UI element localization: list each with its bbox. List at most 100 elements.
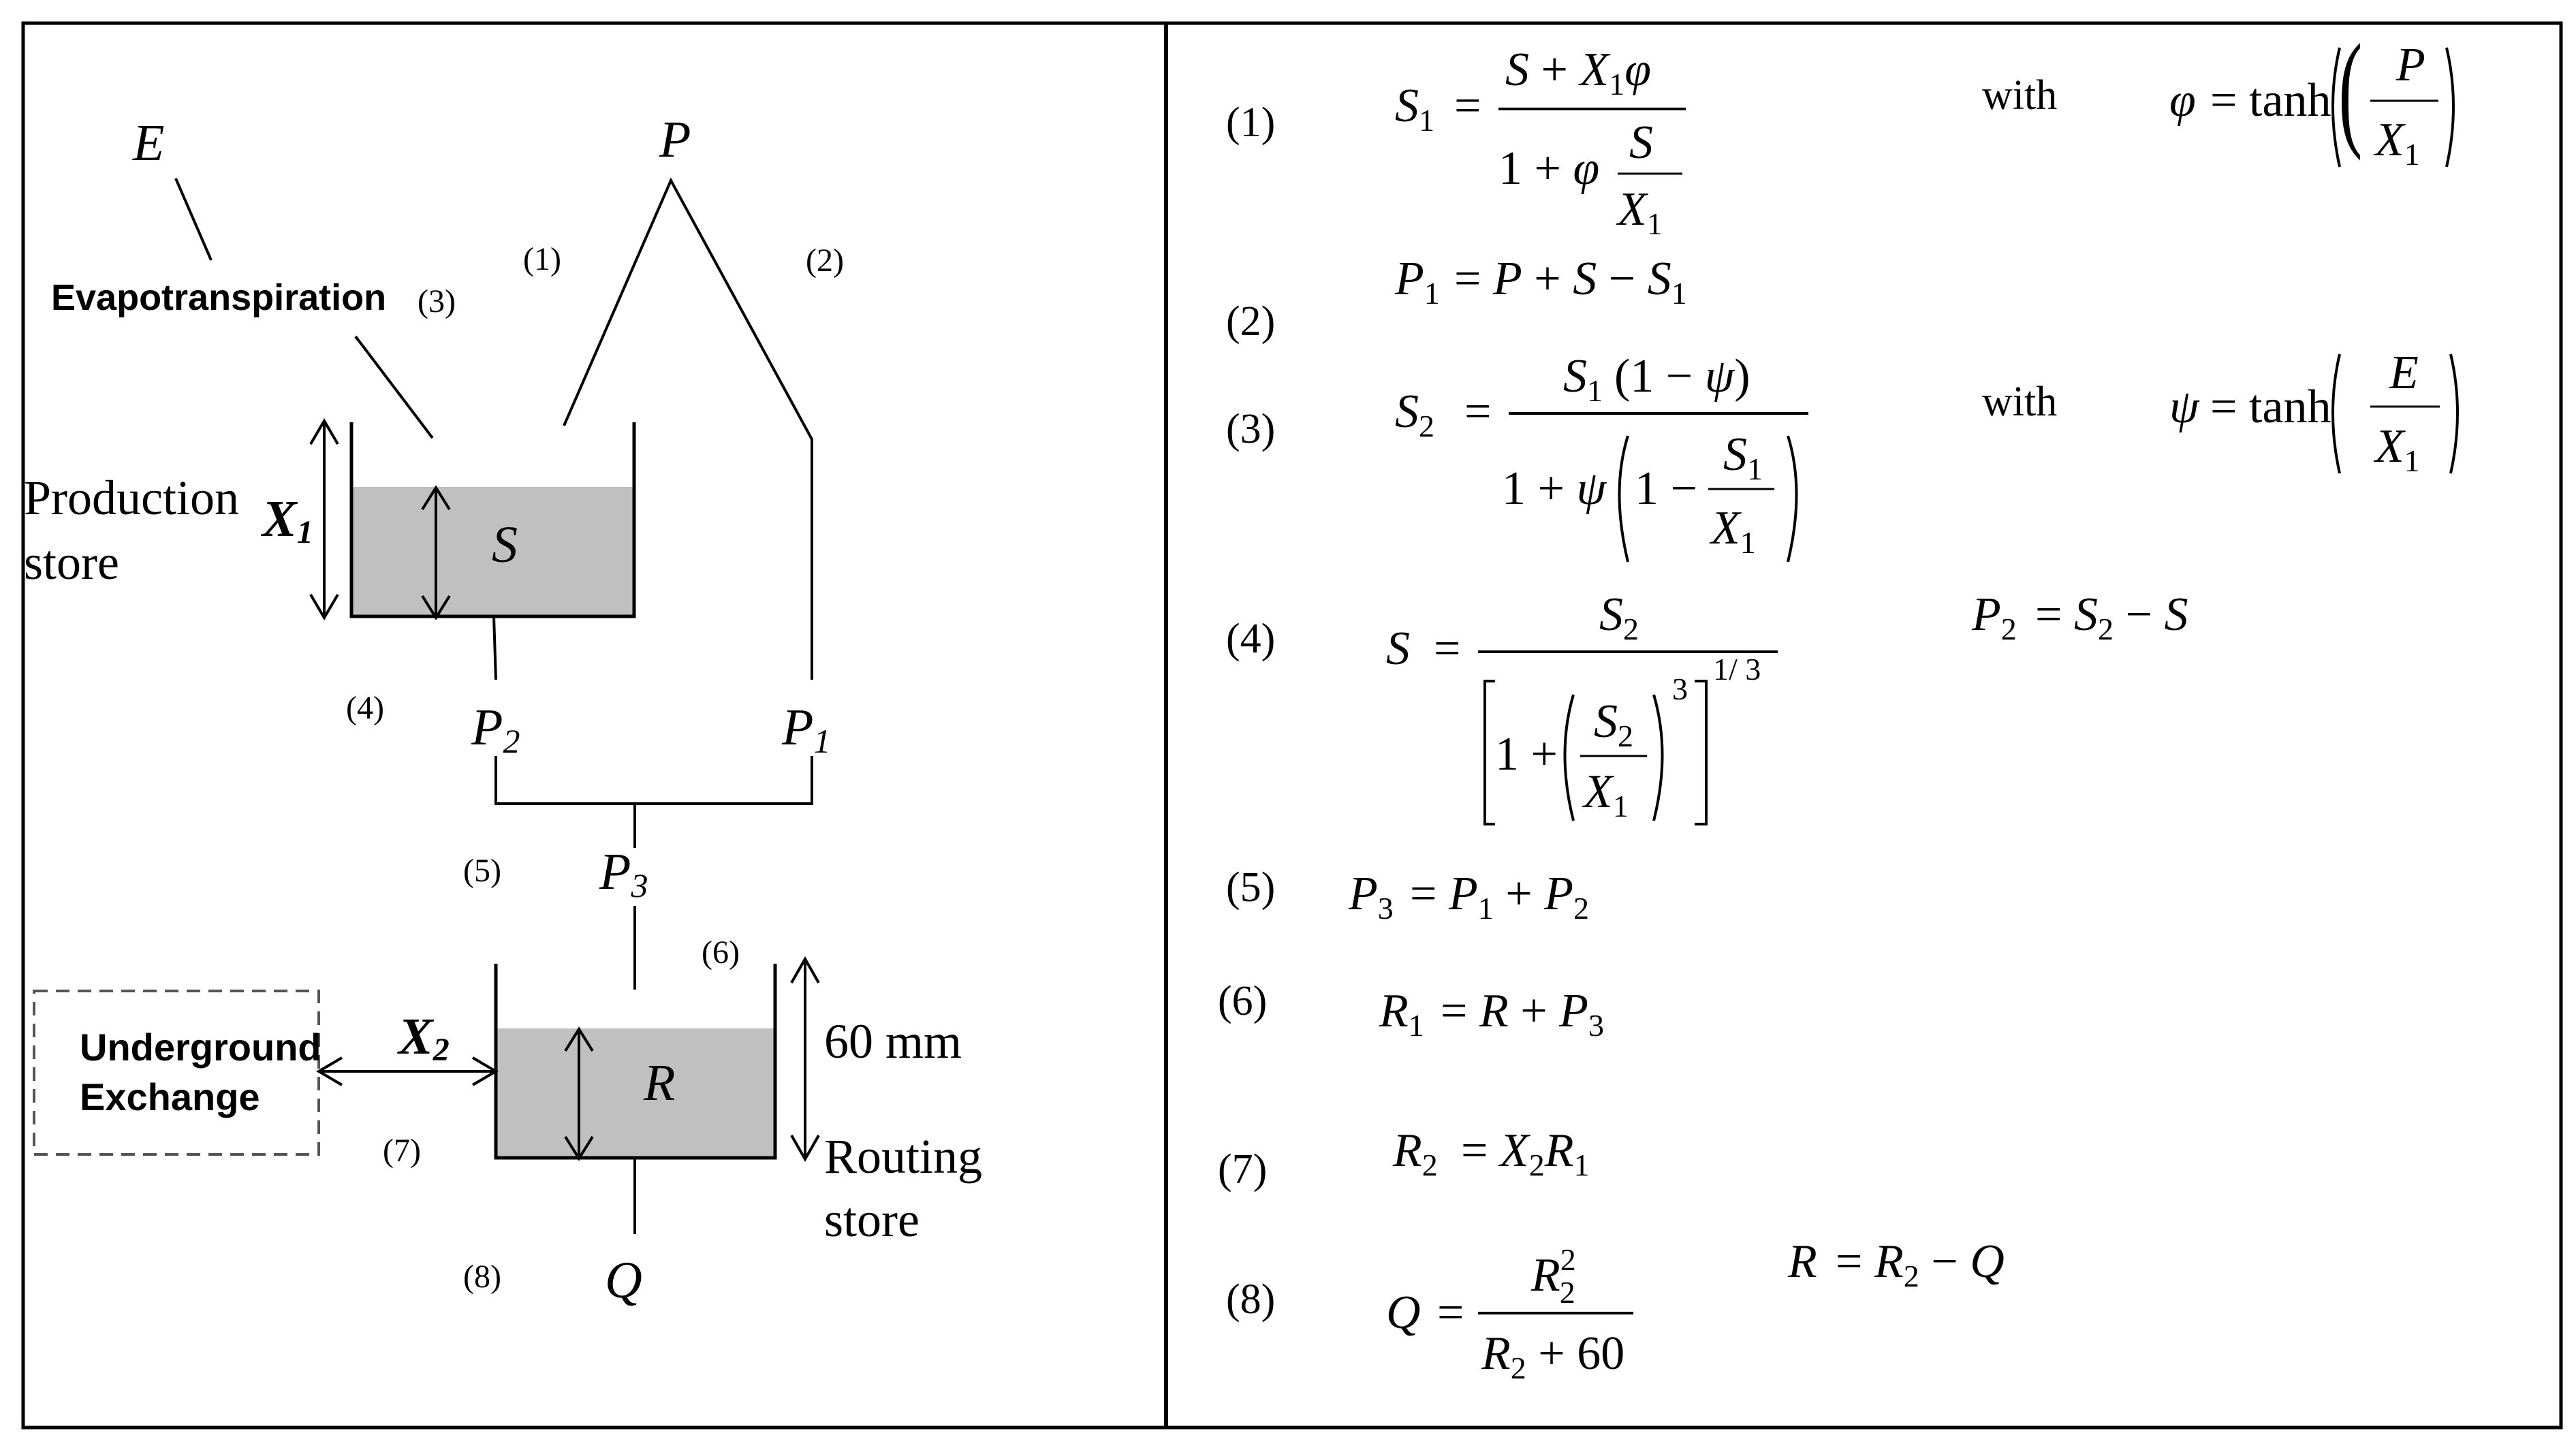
eq-number-1: (1) [1226, 99, 1275, 146]
q-label: Q [605, 1252, 642, 1309]
svg-text:X1: X1 [1582, 766, 1629, 823]
s-level-arrow-head-bottom [421, 595, 451, 620]
svg-text:=: = [1434, 622, 1460, 675]
svg-text:= X2R1: = X2R1 [1461, 1124, 1590, 1182]
et-connector [354, 335, 434, 439]
step-6: (6) [702, 934, 740, 971]
svg-text:S2: S2 [1594, 695, 1633, 753]
s-level-arrow-head-top [421, 485, 451, 511]
eq-number-2: (2) [1226, 298, 1275, 345]
svg-text:S + X1φ: S + X1φ [1505, 44, 1651, 101]
equation-4: S = S2 1 + S2 X1 3 1/ 3 [1386, 588, 1778, 825]
routing-store: R [494, 964, 777, 1161]
equations-panel: (1) (2) (3) (4) (5) (6) (7) (8) S1 = S +… [1218, 18, 2459, 1385]
merge-bracket [494, 756, 813, 805]
eq-number-5: (5) [1226, 864, 1275, 911]
exchange-arrow-head-left [316, 1056, 343, 1086]
svg-text:P1: P1 [1394, 253, 1440, 311]
svg-text:= tanh: = tanh [2210, 381, 2331, 433]
with-label-1: with [1982, 72, 2057, 119]
rainfall-split-lines [563, 177, 813, 680]
sixty-mm-label: 60 mm [824, 1014, 962, 1069]
svg-text:S1: S1 [1723, 428, 1763, 486]
routing-store-label-2: store [824, 1193, 920, 1247]
svg-text:= R + P3: = R + P3 [1441, 985, 1604, 1043]
svg-text:(1 − ψ): (1 − ψ) [1614, 350, 1750, 403]
step-2: (2) [806, 242, 844, 279]
svg-text:S: S [1629, 116, 1653, 169]
equation-3: S2 = S1 (1 − ψ) 1 + ψ 1 − S1 X1 [1395, 350, 1808, 563]
p3-label: P3 [599, 843, 648, 904]
step-7: (7) [383, 1133, 421, 1169]
p2-percolation-line [492, 616, 497, 680]
svg-text:R2: R2 [1392, 1124, 1438, 1182]
equation-7: R2 = X2R1 [1392, 1124, 1590, 1182]
eq-number-6: (6) [1218, 978, 1267, 1024]
svg-text:1 + φ: 1 + φ [1498, 142, 1599, 195]
svg-text:S2: S2 [1599, 588, 1639, 646]
svg-text:1 −: 1 − [1635, 462, 1697, 515]
svg-text:1 + ψ: 1 + ψ [1502, 462, 1607, 515]
routing-store-label: Routing [824, 1129, 982, 1184]
svg-text:S2: S2 [1395, 385, 1434, 443]
svg-text:P3: P3 [1348, 868, 1394, 926]
store-R-label: R [643, 1054, 675, 1112]
svg-text:=: = [1454, 80, 1481, 132]
step-8: (8) [463, 1259, 501, 1295]
svg-text:= R2 − Q: = R2 − Q [1836, 1235, 2005, 1293]
svg-text:S1: S1 [1563, 350, 1603, 408]
svg-text:E: E [2389, 347, 2419, 399]
underground-label: Underground [80, 1026, 321, 1069]
x1-arrow-head-bottom [309, 593, 339, 620]
with-label-2: with [1982, 379, 2057, 425]
equation-1: S1 = S + X1φ 1 + φ S X1 [1395, 44, 1686, 241]
x1-label: X1 [261, 490, 313, 550]
equation-6: R1 = R + P3 [1379, 985, 1604, 1043]
svg-text:X1: X1 [1709, 502, 1756, 560]
svg-text:=: = [1437, 1287, 1464, 1339]
eq-number-8: (8) [1226, 1276, 1275, 1323]
svg-text:= tanh: = tanh [2210, 74, 2331, 127]
svg-text:ψ: ψ [2169, 381, 2200, 433]
svg-text:3: 3 [1672, 672, 1688, 706]
psi-definition: ψ = tanh E X1 [2169, 347, 2459, 478]
label-E: E [132, 114, 164, 172]
svg-text:R1: R1 [1379, 985, 1424, 1043]
svg-text:R2 + 60: R2 + 60 [1481, 1327, 1624, 1385]
step-5: (5) [463, 853, 501, 889]
equation-2: P1 = P + S − S1 [1394, 253, 1687, 311]
production-store-water [351, 487, 634, 616]
step-1: (1) [523, 241, 561, 277]
svg-text:1 +: 1 + [1495, 728, 1558, 781]
x1-arrow-head-top [309, 418, 339, 445]
x2-label: X2 [397, 1008, 450, 1068]
svg-text:R: R [1787, 1235, 1817, 1288]
svg-text:=: = [1464, 385, 1491, 438]
equation-5: P3 = P1 + P2 [1348, 868, 1589, 926]
svg-text:= P1 + P2: = P1 + P2 [1410, 868, 1589, 926]
svg-text:= S2 − S: = S2 − S [2035, 588, 2188, 646]
r-level-arrow-head-bottom [564, 1135, 594, 1161]
svg-text:P: P [2396, 39, 2425, 91]
svg-text:X1: X1 [2373, 114, 2420, 172]
routing-arrow-head-top [790, 956, 820, 983]
svg-text:Q: Q [1386, 1287, 1421, 1339]
svg-text:P2: P2 [1971, 588, 2017, 646]
outer-frame [21, 21, 2563, 1430]
r-level-arrow-head-top [564, 1026, 594, 1052]
step-3: (3) [418, 283, 456, 319]
model-diagram: E Evapotranspiration P (1) (2) (3) (4) (… [24, 111, 982, 1309]
step-4: (4) [346, 690, 384, 726]
phi-definition: φ = tanh ( P X1 [2169, 18, 2455, 172]
eq-number-7: (7) [1218, 1146, 1267, 1193]
svg-text:S: S [1386, 622, 1410, 675]
routing-store-water [496, 1028, 775, 1158]
evapotranspiration-label: Evapotranspiration [51, 277, 386, 318]
equation-8-side: R = R2 − Q [1787, 1235, 2005, 1293]
underground-label-2: Exchange [80, 1075, 260, 1118]
e-connector [174, 178, 213, 261]
svg-text:R22: R22 [1530, 1242, 1576, 1310]
underground-exchange-box [33, 990, 320, 1156]
